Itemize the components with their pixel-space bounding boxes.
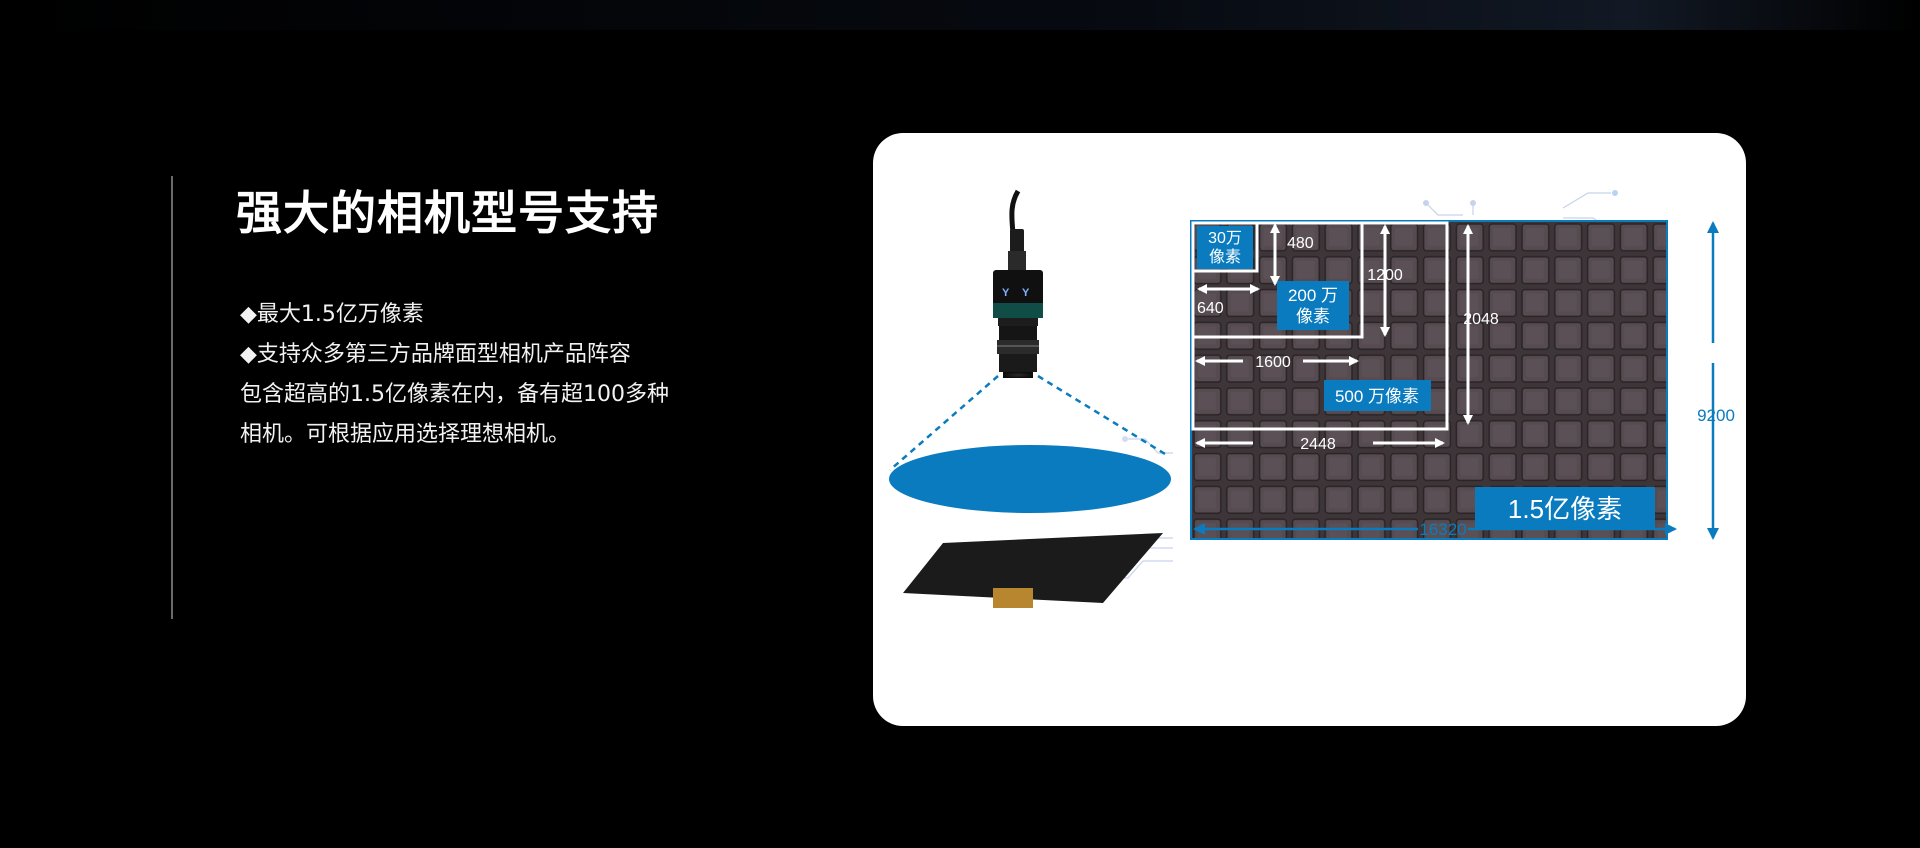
field-of-view-cone	[889, 374, 1171, 608]
label-150m: 1.5亿像素	[1508, 494, 1622, 524]
feature-item: 相机。可根据应用选择理想相机。	[240, 422, 571, 447]
sensor-diagram-card: Y Y 30万 像素	[873, 133, 1746, 726]
label-200w-line2: 像素	[1296, 307, 1330, 326]
label-500w: 500 万像素	[1335, 387, 1419, 406]
label-200w: 200 万	[1288, 286, 1338, 305]
page-title: 强大的相机型号支持	[236, 186, 659, 240]
feature-list: ◆最大1.5亿万像素 ◆支持众多第三方品牌面型相机产品阵容 包含超高的1.5亿像…	[240, 295, 669, 455]
outer-dimension-arrows	[1193, 221, 1719, 540]
label-30w-line2: 像素	[1209, 248, 1241, 266]
dim-9200: 9200	[1697, 406, 1735, 425]
label-30w: 30万	[1208, 230, 1242, 247]
industrial-camera: Y Y	[993, 189, 1043, 378]
feature-item: ◆支持众多第三方品牌面型相机产品阵容	[240, 342, 631, 367]
dim-2448: 2448	[1300, 436, 1336, 453]
svg-text:Y: Y	[1002, 287, 1010, 299]
dim-1600: 1600	[1255, 354, 1291, 371]
svg-text:Y: Y	[1022, 287, 1030, 299]
feature-item: 包含超高的1.5亿像素在内，备有超100多种	[240, 382, 669, 407]
dim-16320: 16320	[1419, 520, 1466, 539]
dim-640: 640	[1197, 300, 1224, 317]
sensor-diagram: Y Y 30万 像素	[889, 189, 1735, 608]
sensor-pixel-grid: 30万 像素 200 万 像素 500 万像素 1.5亿像素	[1190, 220, 1668, 540]
left-divider-line	[171, 176, 173, 619]
top-glow-decoration	[0, 0, 1920, 30]
dim-480: 480	[1287, 235, 1314, 252]
dim-2048: 2048	[1463, 311, 1499, 328]
dimension-arrows	[1195, 223, 1473, 448]
dim-1200: 1200	[1367, 267, 1403, 284]
feature-item: ◆最大1.5亿万像素	[240, 302, 424, 327]
